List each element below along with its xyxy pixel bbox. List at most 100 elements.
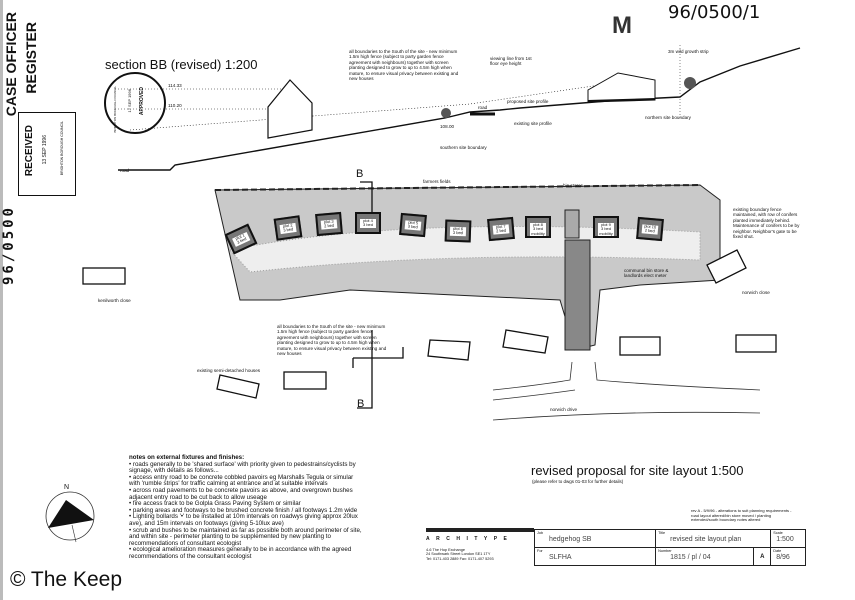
for-value: SLFHA <box>549 554 572 561</box>
note-line: recommendations of consultant ecologist <box>129 539 242 547</box>
kenilworth-close-label: kenilworth close <box>98 298 131 303</box>
plot-type: 2 bed <box>495 227 507 234</box>
plot-name: plot 8 <box>533 222 543 227</box>
handwritten-reference: 96/0500/1 <box>668 2 761 23</box>
northern-boundary-label: northern site boundary <box>645 115 691 120</box>
note-line: • Lighting bollards '•' to be installed … <box>129 513 358 521</box>
existing-houses <box>82 249 777 399</box>
plot-type: 3 bed <box>452 230 464 236</box>
roads <box>492 361 761 421</box>
plot-name: plot 9 <box>601 222 611 227</box>
southern-boundary-label: southern site boundary <box>440 145 487 150</box>
approved-stamp: BRIGHTON BOROUGH COUNCIL 17 SEP 1996 APP… <box>104 72 166 134</box>
level-110: 110.20 <box>168 103 182 108</box>
drawing-subtitle: (please refer to dwgs 01-03 for further … <box>532 479 624 484</box>
plot-type: 3 bed mobility <box>599 226 613 236</box>
register-text: REGISTER <box>23 22 39 94</box>
note-line: • access entry road to be concrete cobbl… <box>129 473 354 481</box>
watermark: © The Keep <box>10 568 122 591</box>
address-line-1: 4-6 The Hop Exchange <box>426 548 465 552</box>
for-label: For <box>537 549 543 553</box>
note-line: with 'rumble strips' for traffic calming… <box>129 480 328 488</box>
note-line: • ecological amelioration measures gener… <box>129 546 352 554</box>
received-date: 13 SEP 1996 <box>42 135 48 165</box>
east-fence-note: existing boundary fence maintained, with… <box>733 207 800 240</box>
approved-date: 17 SEP 1996 <box>127 89 132 113</box>
case-officer-text: CASE OFFICER <box>3 12 19 117</box>
job-label: Job <box>537 531 544 535</box>
job-value: hedgehog SB <box>549 536 592 543</box>
existing-profile-label: existing site profile <box>514 121 552 126</box>
wild-strip-label: 3m wild growth strip <box>668 49 709 54</box>
new-house-section <box>587 72 656 103</box>
letter-m-stamp: M <box>612 12 632 39</box>
section-title: section BB (revised) 1:200 <box>105 57 258 72</box>
existing-house-section <box>267 79 313 139</box>
approved-council: BRIGHTON BOROUGH COUNCIL <box>113 86 117 133</box>
note-line: signage, with details as follows... <box>129 467 219 475</box>
farmers-fields-label: farmers fields <box>423 179 451 184</box>
plot-type: 2 bed <box>323 222 335 229</box>
plot-name: plot 4 <box>363 218 373 223</box>
plot-type: 3 bed mobility <box>531 226 545 236</box>
revision-note: rev A - 5/9/96 - alterations to suit pla… <box>691 508 792 523</box>
title-label: Title <box>658 531 666 535</box>
road-label-left: road <box>120 168 130 173</box>
south-boundary-note: all boundaries to the South of the site … <box>277 324 387 357</box>
plot-type: 3 bed <box>407 223 419 230</box>
notes-block: notes on external fixtures and finishes:… <box>129 454 394 561</box>
notes-heading: notes on external fixtures and finishes: <box>129 454 245 461</box>
architect-phone: Tel: 0171-403 2889 Fax: 0171-407 5293 <box>426 556 494 561</box>
norwich-drive-label: norwich drive <box>550 407 578 412</box>
note-line: • scrub and bushes to be maintained as f… <box>129 526 362 534</box>
title-block: Job hedgehog SB Title revised site layout … <box>533 529 806 566</box>
number-value: 1815 / pl / 04 <box>670 554 711 561</box>
section-marker-bottom: B <box>357 398 365 410</box>
note-line: • roads generally to be 'shared surface'… <box>129 460 356 468</box>
norwich-close-label: norwich close <box>742 290 770 295</box>
scale-label: Scale <box>773 531 783 535</box>
number-label: Number <box>658 549 672 553</box>
note-line: • across road pavements to be concrete p… <box>129 486 353 494</box>
approved-text: APPROVED <box>139 87 145 116</box>
title-value: revised site layout plan <box>670 536 742 543</box>
scale-value: 1:500 <box>776 536 794 543</box>
plot-type: 3 bed <box>362 222 373 228</box>
note-line: and within site - perimeter planting to … <box>129 533 331 541</box>
scale-bar <box>426 528 534 532</box>
revision-letter: A <box>753 547 772 566</box>
note-line: ave), and 15m intervals on footways (giv… <box>129 519 284 527</box>
compass <box>45 491 95 543</box>
address-line-2: 24 Southwark Street London SE1 1TY <box>426 552 491 557</box>
plot-type: 3 bed <box>282 226 294 234</box>
note-line: • fire access track to be Golpla Grass P… <box>129 500 301 508</box>
received-council: BRIGHTON BOROUGH COUNCIL <box>60 121 64 176</box>
level-114: 114.33 <box>168 83 182 88</box>
date-label: Date <box>773 549 782 553</box>
note-line: adjacent entry road to be cut back to al… <box>129 493 267 501</box>
reference-number-vertical: 96/0500 <box>1 205 17 286</box>
architect-logo: ARCHITYPE <box>426 536 514 542</box>
note-line: recommendations of the consultant ecolog… <box>129 552 252 560</box>
compass-north-label: N <box>64 484 70 491</box>
received-stamp: RECEIVED 13 SEP 1996 BRIGHTON BOROUGH CO… <box>18 112 76 196</box>
architect-address: 4-6 The Hop Exchange 24 Southwark Street… <box>426 548 494 561</box>
case-officer-stamp: CASE OFFICER REGISTER <box>0 8 48 116</box>
drawing-title: revised proposal for site layout 1:500 <box>531 463 744 478</box>
date-value: 8/96 <box>776 554 790 561</box>
